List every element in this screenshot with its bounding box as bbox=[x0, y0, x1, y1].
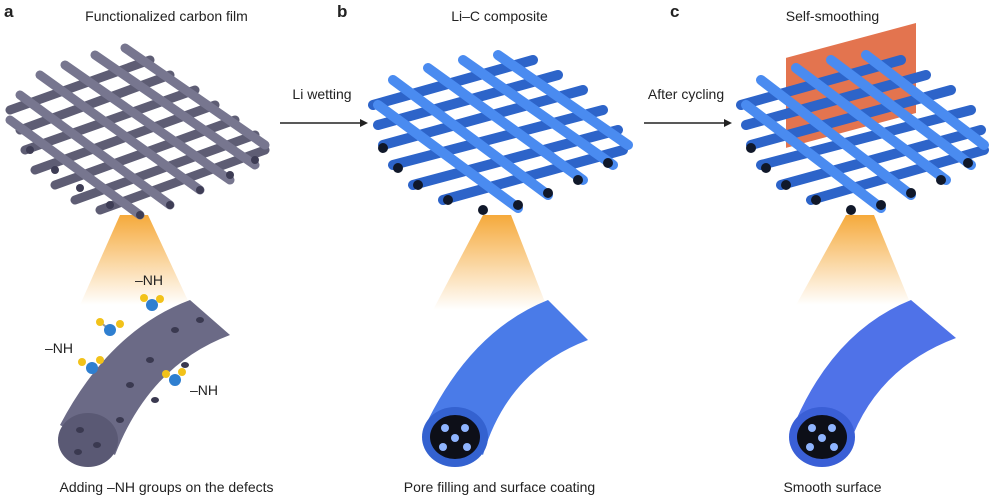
panel-title: Li–C composite bbox=[451, 8, 548, 24]
coated-fiber-zoom bbox=[422, 300, 588, 467]
nh-molecule-icon bbox=[96, 318, 124, 336]
nh-molecule-icon bbox=[162, 368, 186, 386]
right-arrow-icon bbox=[280, 119, 368, 127]
panel-c: c Self-smoothing bbox=[666, 0, 999, 500]
arrow-label: Li wetting bbox=[292, 86, 352, 102]
carbon-fiber-zoom bbox=[58, 300, 230, 467]
nh-group-label: –NH bbox=[45, 340, 74, 356]
nh-group-label: –NH bbox=[190, 382, 219, 398]
after-cycling-arrow: After cycling bbox=[636, 86, 736, 146]
panel-label: a bbox=[4, 2, 14, 21]
panel-a: a Functionalized carbon film bbox=[0, 0, 333, 500]
li-wetting-arrow: Li wetting bbox=[272, 86, 372, 146]
smooth-fiber-zoom bbox=[789, 300, 956, 467]
panel-caption: Smooth surface bbox=[783, 479, 882, 495]
panel-b: b Li–C composite bbox=[333, 0, 666, 500]
panel-caption: Adding –NH groups on the defects bbox=[59, 479, 274, 495]
lithium-fiber-mesh bbox=[368, 50, 633, 215]
nh-molecule-icon bbox=[140, 294, 164, 311]
zoom-beam bbox=[433, 215, 548, 310]
panel-title: Self-smoothing bbox=[785, 8, 880, 24]
carbon-fiber-mesh bbox=[5, 43, 270, 220]
panel-label: b bbox=[337, 2, 348, 21]
right-arrow-icon bbox=[644, 119, 732, 127]
zoom-beam bbox=[80, 215, 190, 305]
nh-molecule-icon bbox=[78, 356, 104, 374]
panel-title: Functionalized carbon film bbox=[85, 8, 248, 24]
panel-caption: Pore filling and surface coating bbox=[403, 479, 596, 495]
zoom-beam bbox=[796, 215, 911, 305]
nh-group-label: –NH bbox=[135, 272, 164, 288]
arrow-label: After cycling bbox=[647, 86, 725, 102]
smoothed-fiber-mesh bbox=[736, 23, 989, 215]
carbon-film-illustration bbox=[5, 43, 270, 467]
self-smoothing-illustration bbox=[736, 23, 989, 467]
li-c-composite-illustration bbox=[368, 50, 633, 467]
panel-label: c bbox=[670, 2, 680, 21]
